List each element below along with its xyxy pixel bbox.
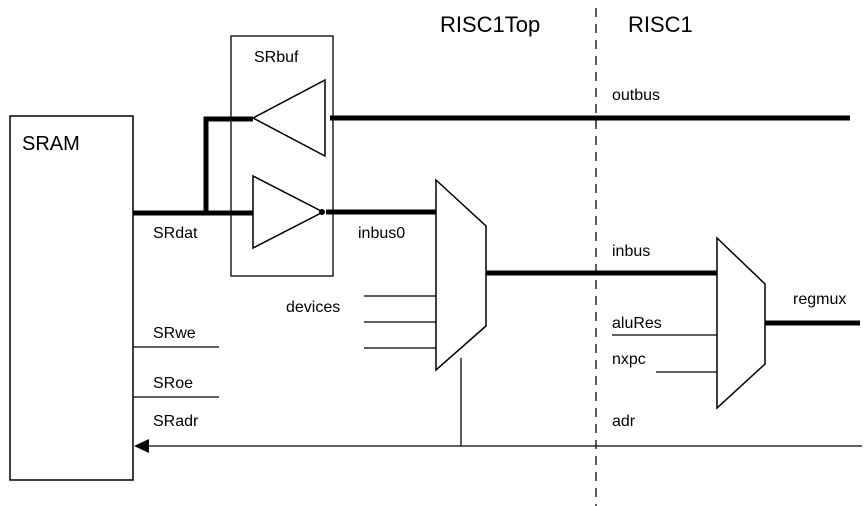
input-multiplexer [435, 178, 487, 372]
nxpc-label: nxpc [612, 351, 646, 368]
input-buffer-dot [319, 209, 325, 215]
outbus-label: outbus [612, 87, 660, 104]
sram-block [9, 115, 134, 481]
srbuf-label: SRbuf [254, 49, 299, 66]
regmux-label: regmux [793, 291, 846, 308]
adr-label: adr [612, 413, 636, 430]
section-label-risc1: RISC1 [628, 12, 693, 37]
address-arrowhead [134, 439, 149, 453]
srwe-label: SRwe [153, 325, 196, 342]
output-buffer [251, 78, 326, 158]
section-label-risc1top: RISC1Top [440, 12, 540, 37]
inbus-label: inbus [612, 243, 650, 260]
alures-label: aluRes [612, 315, 662, 332]
sroe-label: SRoe [153, 375, 193, 392]
sram-label: SRAM [22, 133, 80, 155]
srdat-label: SRdat [153, 225, 198, 242]
srbuf-block [230, 35, 334, 277]
devices-label: devices [286, 299, 340, 316]
inbus0-label: inbus0 [358, 225, 405, 242]
sradr-label: SRadr [153, 413, 199, 430]
register-multiplexer [716, 236, 766, 410]
outbus-branch-wire [203, 116, 253, 213]
input-buffer [252, 174, 325, 250]
